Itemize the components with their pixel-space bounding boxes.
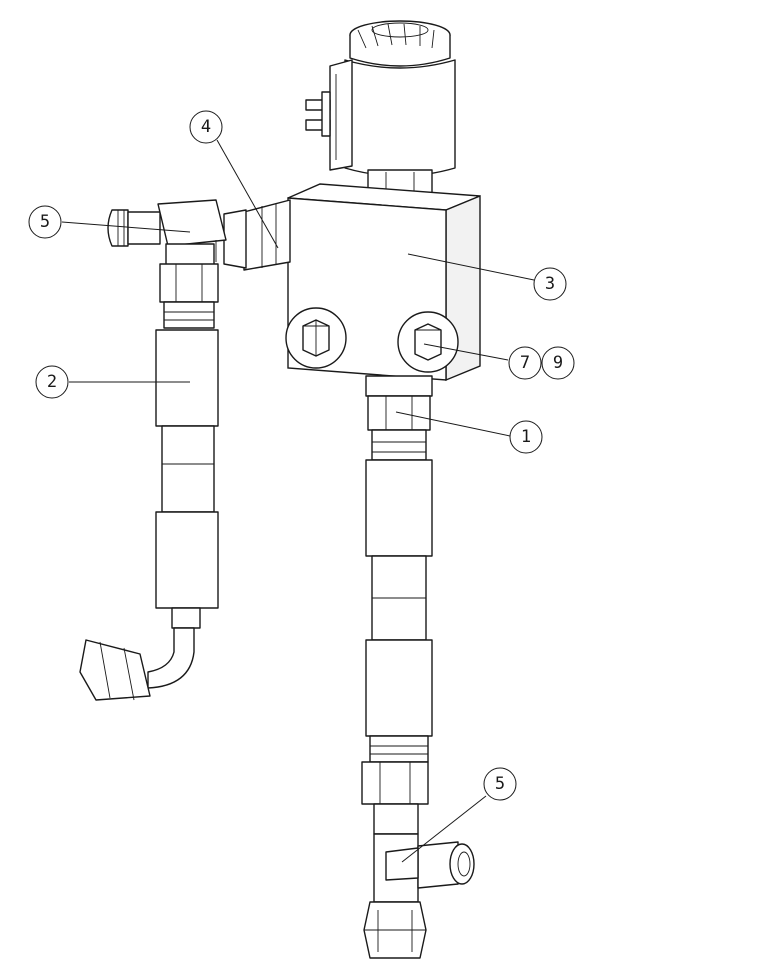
callout-3-text: 3 <box>545 274 555 294</box>
valve-block <box>285 183 481 382</box>
leader-1 <box>395 411 511 437</box>
leader-5-bottom <box>401 795 487 863</box>
callout-5-top: 5 <box>28 205 62 239</box>
leader-5-top <box>61 221 191 233</box>
callout-7: 7 <box>508 346 542 380</box>
callout-5-bottom: 5 <box>483 767 517 801</box>
callout-3: 3 <box>533 267 567 301</box>
callout-5-bottom-text: 5 <box>495 774 505 794</box>
callout-5-top-text: 5 <box>40 212 50 232</box>
center-hose <box>365 459 433 763</box>
leader-lines <box>61 139 535 863</box>
callout-2: 2 <box>35 365 69 399</box>
left-tee-fitting <box>107 199 227 329</box>
callout-2-text: 2 <box>47 372 57 392</box>
callout-7-text: 7 <box>520 353 530 373</box>
leader-4 <box>216 139 279 249</box>
left-hose <box>79 329 219 701</box>
callout-4: 4 <box>189 110 223 144</box>
callout-4-text: 4 <box>201 117 211 137</box>
bottom-tee-fitting <box>361 761 475 959</box>
leader-3 <box>407 253 535 281</box>
callout-9-text: 9 <box>553 353 563 373</box>
side-fitting <box>223 199 291 271</box>
callout-1-text: 1 <box>521 427 531 447</box>
solenoid-coil <box>305 20 456 201</box>
callout-1: 1 <box>509 420 543 454</box>
callout-9: 9 <box>541 346 575 380</box>
leader-7 <box>423 343 509 361</box>
